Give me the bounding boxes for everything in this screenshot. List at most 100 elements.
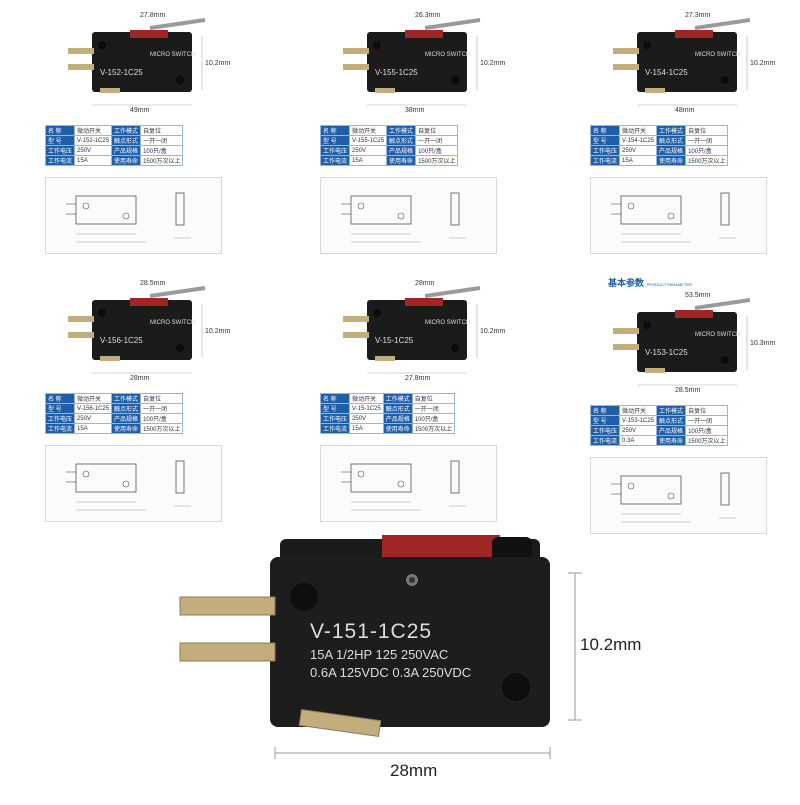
drawing-lines (66, 192, 191, 243)
spec-key: 型 号 (589, 135, 621, 146)
dim-bottom: 38mm (405, 107, 425, 114)
spec-value: 自复位 (685, 125, 729, 136)
model-label: V-153-1C25 (645, 348, 688, 357)
dim-side: 10.2mm (480, 60, 506, 67)
spec-value: 100只/盒 (140, 413, 184, 424)
model-label: V-15-1C25 (375, 336, 414, 345)
drawing-lines (611, 472, 736, 523)
spec-value: 1500万次以上 (411, 423, 456, 434)
spec-key: 工作模式 (656, 405, 687, 416)
spec-key: 型 号 (589, 415, 621, 426)
spec-value: 微动开关 (349, 393, 384, 404)
spec-key: 使用寿命 (656, 155, 687, 166)
brand-label: MICRO SWITCH (695, 52, 741, 58)
spec-key: 型 号 (44, 403, 76, 414)
spec-key: 工作电流 (44, 423, 76, 434)
spec-key: 型 号 (44, 135, 76, 146)
main-switch-image (179, 535, 582, 759)
dim-side: 10.2mm (205, 60, 231, 67)
main-rating-line1: 15A 1/2HP 125 250VAC (310, 647, 449, 662)
spec-value: 1500万次以上 (140, 423, 184, 434)
spec-key: 产品规格 (111, 413, 142, 424)
spec-key: 触点形式 (111, 403, 142, 414)
drawing-lines (341, 460, 466, 511)
spec-key: 工作电压 (44, 145, 76, 156)
dim-bottom: 28mm (130, 375, 150, 382)
dim-side: 10.3mm (750, 340, 776, 347)
dim-top: 53.5mm (685, 292, 711, 299)
basic-params-heading: 基本参数 PRODUCT PARAMETER (608, 278, 692, 288)
spec-row: 名 称微动开关工作模式自复位 (44, 125, 184, 136)
spec-row: 名 称微动开关工作模式自复位 (319, 125, 459, 136)
spec-value: 250V (349, 413, 384, 424)
spec-key: 产品规格 (656, 425, 687, 436)
spec-value: 250V (74, 145, 113, 156)
dim-bottom: 49mm (130, 107, 150, 114)
spec-key: 名 称 (589, 405, 621, 416)
spec-value: 微动开关 (74, 393, 113, 404)
spec-value: 250V (619, 425, 658, 436)
brand-label: MICRO SWITCH (150, 52, 196, 58)
spec-value: 250V (349, 145, 388, 156)
model-label: V-156-1C25 (100, 336, 143, 345)
spec-key: 使用寿命 (111, 155, 142, 166)
spec-value: 100只/盒 (411, 413, 456, 424)
switch-photo (613, 298, 751, 386)
technical-drawing (45, 445, 222, 522)
spec-key: 型 号 (319, 403, 351, 414)
spec-value: 一开一闭 (411, 403, 456, 414)
main-width-dim: 28mm (390, 761, 438, 780)
spec-value: 自复位 (415, 125, 459, 136)
brand-label: MICRO SWITCH (425, 52, 471, 58)
spec-key: 触点形式 (382, 403, 413, 414)
dim-top: 26.3mm (415, 12, 441, 19)
dim-side: 10.2mm (205, 328, 231, 335)
spec-value: 自复位 (140, 393, 184, 404)
spec-key: 使用寿命 (656, 435, 687, 446)
spec-value: 微动开关 (619, 125, 658, 136)
spec-key: 工作模式 (656, 125, 687, 136)
dim-top: 27.3mm (685, 12, 711, 19)
spec-value: 1500万次以上 (685, 435, 729, 446)
technical-drawing (590, 177, 767, 254)
dim-side: 10.2mm (750, 60, 776, 67)
spec-key: 工作模式 (111, 393, 142, 404)
spec-key: 名 称 (589, 125, 621, 136)
spec-value: 100只/盒 (685, 145, 729, 156)
spec-value: 250V (74, 413, 113, 424)
spec-value: 一开一闭 (415, 135, 459, 146)
spec-value: 微动开关 (74, 125, 113, 136)
spec-value: 一开一闭 (685, 135, 729, 146)
spec-value: 微动开关 (619, 405, 658, 416)
spec-value: 15A (619, 155, 658, 166)
spec-key: 工作模式 (111, 125, 142, 136)
spec-key: 工作电流 (589, 435, 621, 446)
spec-value: V-154-1C25 (619, 135, 658, 146)
spec-value: V-156-1C25 (74, 403, 113, 414)
spec-value: 0.3A (619, 435, 658, 446)
spec-key: 产品规格 (382, 413, 413, 424)
brand-label: MICRO SWITCH (425, 320, 471, 326)
spec-value: V-15-1C25 (349, 403, 384, 414)
drawing-lines (611, 192, 736, 243)
spec-value: 1500万次以上 (140, 155, 184, 166)
dim-bottom: 27.8mm (405, 375, 431, 382)
spec-key: 使用寿命 (111, 423, 142, 434)
spec-row: 名 称微动开关工作模式自复位 (589, 125, 729, 136)
spec-key: 型 号 (319, 135, 351, 146)
spec-value: 微动开关 (349, 125, 388, 136)
spec-key: 工作电压 (319, 145, 351, 156)
spec-key: 触点形式 (386, 135, 417, 146)
spec-value: V-155-1C25 (349, 135, 388, 146)
